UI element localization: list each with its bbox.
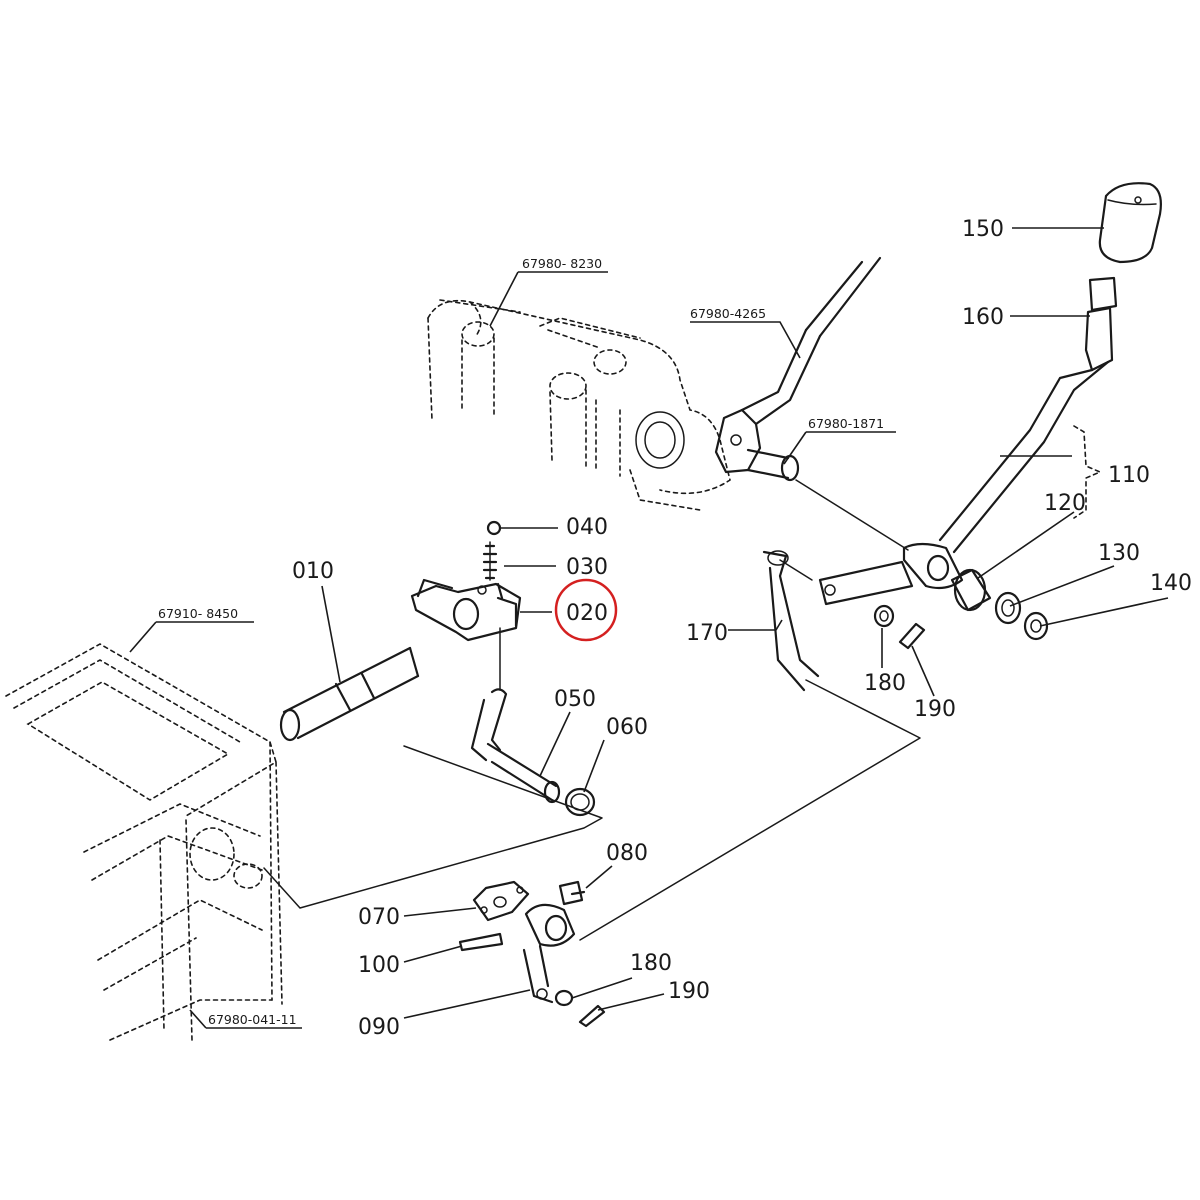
label-180-lower: 180 (630, 951, 672, 976)
ref-67980-1871: 67980-1871 (808, 416, 884, 431)
shift-fork-020 (410, 520, 522, 691)
part-number-labels: 150 160 110 120 130 140 170 180 190 010 … (292, 217, 1192, 1040)
ref-67980-041-11: 67980-041-11 (208, 1012, 297, 1027)
reference-labels: 67980- 8230 67980-4265 67980-1871 67910-… (158, 256, 884, 1027)
label-060: 060 (606, 715, 648, 740)
highlight-circle-020 (554, 578, 618, 642)
lower-arm-090 (458, 880, 606, 1028)
label-040: 040 (566, 515, 608, 540)
label-030: 030 (566, 555, 608, 580)
label-170: 170 (686, 621, 728, 646)
leader-lines (129, 227, 1169, 1029)
bushing-and-washers (950, 568, 1049, 641)
label-090: 090 (358, 1015, 400, 1040)
label-160: 160 (962, 305, 1004, 330)
arm-050 (470, 688, 596, 817)
ref-67910-8450: 67910- 8450 (158, 606, 238, 621)
label-100: 100 (358, 953, 400, 978)
linkage-line-lower (263, 745, 603, 909)
label-010: 010 (292, 559, 334, 584)
transmission-case (5, 643, 283, 1041)
label-120: 120 (1044, 491, 1086, 516)
ref-67980-8230: 67980- 8230 (522, 256, 602, 271)
label-130: 130 (1098, 541, 1140, 566)
label-190-lower: 190 (668, 979, 710, 1004)
label-180-upper: 180 (864, 671, 906, 696)
linkage-rod-170 (579, 550, 926, 941)
label-020: 020 (566, 601, 608, 626)
shift-shaft-assembly (714, 256, 909, 551)
label-110: 110 (1108, 463, 1150, 488)
upper-housing-assembly (427, 299, 731, 511)
label-070: 070 (358, 905, 400, 930)
ref-67980-4265: 67980-4265 (690, 306, 766, 321)
label-080: 080 (606, 841, 648, 866)
fork-shaft-010 (279, 646, 420, 742)
label-140: 140 (1150, 571, 1192, 596)
label-050: 050 (554, 687, 596, 712)
shift-lever-110 (818, 276, 1118, 606)
knob-150 (1098, 182, 1162, 264)
label-150: 150 (962, 217, 1004, 242)
label-190-upper: 190 (914, 697, 956, 722)
